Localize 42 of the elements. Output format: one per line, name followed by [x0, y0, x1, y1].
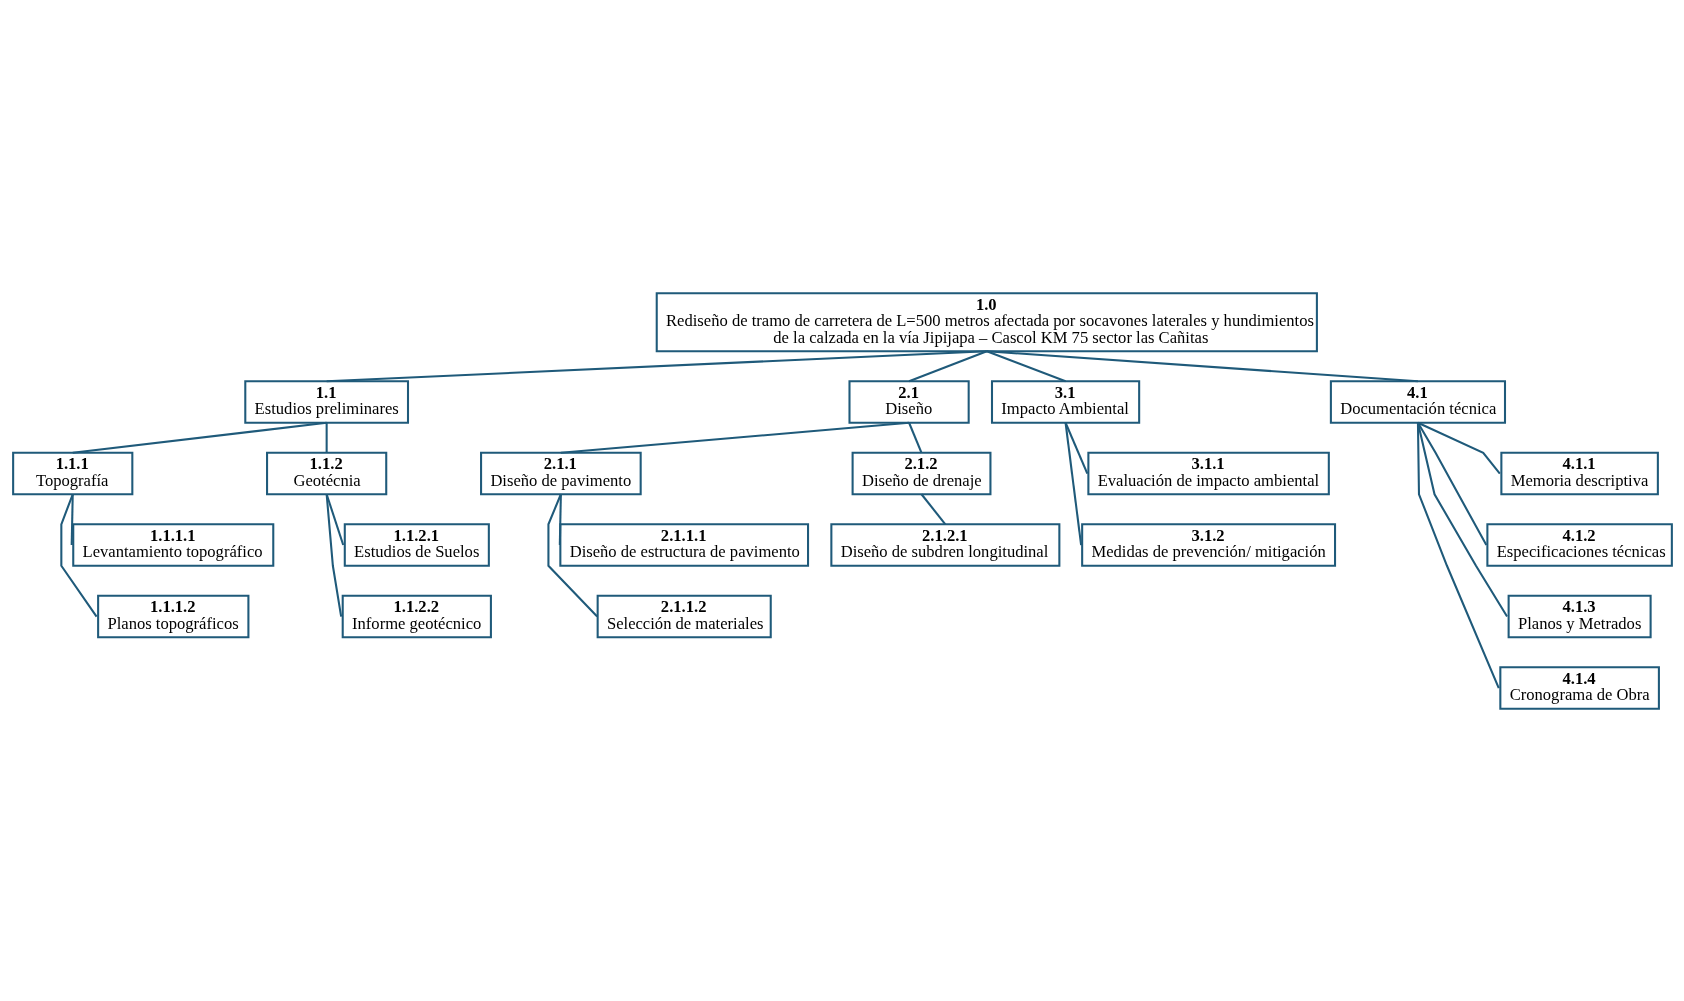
node-box: 1.1.1.1 Levantamiento topográfico: [71, 522, 274, 567]
node-box: 4.1.4 Cronograma de Obra: [1498, 665, 1660, 710]
node-box: 2.1.1.2 Selección de materiales: [596, 594, 772, 638]
connector: [72, 421, 327, 454]
connector: [907, 421, 922, 453]
node-box: 2.1.1 Diseño de pavimento: [479, 451, 642, 495]
connector: [546, 493, 598, 617]
connector: [1416, 421, 1487, 546]
node-box: 4.1.2 Especificaciones técnicas: [1485, 522, 1673, 567]
node-box: 1.0 Rediseño de tramo de carretera de L=500 metros afectada por socavones laterales y hundimientos de la calzada en la vía Jipijapa – Cascol KM 75 sector las Cañitas: [655, 291, 1318, 352]
node-box: 3.1 Impacto Ambiental: [990, 379, 1140, 424]
connector: [985, 349, 1066, 382]
node-box: 1.1 Estudios preliminares: [243, 379, 409, 424]
connector: [920, 493, 946, 525]
node-box: 2.1.1.1 Diseño de estructura de pavimento: [558, 522, 809, 567]
node-box: 1.1.2.1 Estudios de Suelos: [343, 522, 490, 567]
connector: [558, 493, 562, 545]
connector: [1064, 422, 1082, 545]
connector: [908, 349, 987, 382]
node-box: 1.1.2.2 Informe geotécnico: [341, 594, 492, 638]
node-box: 3.1.2 Medidas de prevención/ mitigación: [1080, 522, 1336, 567]
connector: [326, 349, 987, 382]
connector: [986, 349, 1418, 382]
connector: [1064, 421, 1088, 474]
connector: [325, 422, 328, 453]
connector: [1416, 422, 1508, 617]
node-box: 1.1.2 Geotécnia: [265, 451, 387, 495]
node-box: 1.1.1.2 Planos topográficos: [96, 594, 249, 638]
node-box: 4.1 Documentación técnica: [1329, 379, 1506, 424]
node-box: 4.1.3 Planos y Metrados: [1507, 594, 1652, 638]
connector: [59, 493, 97, 617]
node-box: 2.1 Diseño: [847, 379, 970, 424]
node-box: 1.1.1 Topografía: [11, 451, 133, 495]
node-box: 2.1.2 Diseño de drenaje: [851, 451, 991, 495]
connector: [1417, 421, 1501, 474]
node-box: 2.1.2.1 Diseño de subdren longitudinal: [829, 522, 1060, 567]
connector: [1416, 422, 1500, 688]
node-box: 3.1.1 Evaluación de impacto ambiental: [1086, 451, 1330, 495]
connector: [325, 493, 342, 617]
connector: [560, 421, 909, 454]
connector: [70, 493, 74, 545]
node-box: 4.1.1 Memoria descriptiva: [1499, 451, 1659, 495]
